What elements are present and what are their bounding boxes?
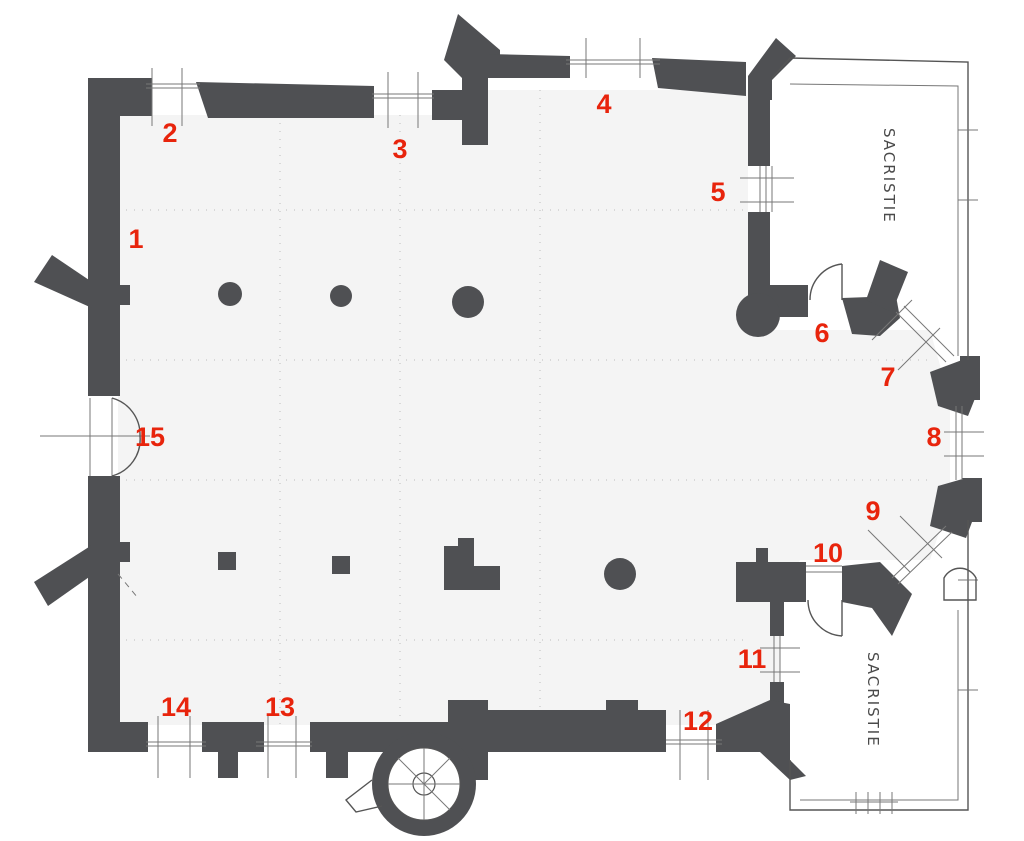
marker-3: 3	[392, 134, 407, 164]
sacristy-outlines	[771, 57, 978, 814]
west-wall-upper	[88, 78, 120, 396]
south-choir-block-east	[842, 562, 912, 636]
round-pier-ne	[736, 293, 780, 337]
marker-9: 9	[865, 496, 880, 526]
marker-5: 5	[710, 177, 725, 207]
south-choir-block-west	[736, 562, 806, 602]
floor-grid	[118, 90, 930, 725]
stair-turret	[344, 732, 476, 836]
marker-14: 14	[161, 692, 191, 722]
nave-floor	[118, 90, 950, 725]
walls	[34, 14, 982, 780]
east-wall-mid	[748, 212, 770, 300]
pier-s3	[444, 538, 500, 590]
pier-s4	[604, 558, 636, 590]
north-transept-wall-east	[652, 58, 746, 96]
marker-15: 15	[135, 422, 165, 452]
west-buttress-upper	[34, 255, 92, 308]
south-wall-b	[202, 722, 264, 752]
marker-2: 2	[162, 118, 177, 148]
north-wall-b	[196, 82, 374, 118]
marker-10: 10	[813, 538, 843, 568]
south-wall-d	[486, 710, 666, 752]
east-wall-lower-2	[770, 682, 784, 704]
marker-6: 6	[814, 318, 829, 348]
marker-13: 13	[265, 692, 295, 722]
pier-n3	[452, 286, 484, 318]
doors	[40, 263, 843, 637]
east-wall-upper	[748, 78, 770, 166]
room-label-sacristie-north: SACRISTIE	[880, 128, 898, 224]
marker-12: 12	[683, 706, 713, 736]
chevet-buttress-6	[866, 260, 908, 312]
west-wall-lower	[88, 476, 120, 726]
north-transept-buttress-west	[444, 14, 500, 145]
pier-n2	[330, 285, 352, 307]
pier-n1	[218, 282, 242, 306]
marker-7: 7	[880, 362, 895, 392]
north-transept-wall	[488, 54, 570, 78]
south-wall-a	[88, 722, 148, 752]
pier-s2	[332, 556, 350, 574]
windows	[146, 38, 984, 780]
marker-1: 1	[128, 224, 143, 254]
south-east-buttress	[716, 700, 806, 780]
markers: 1 2 3 4 5 6 7 8 9 10 11 12 13 14 15	[128, 89, 941, 736]
piers	[218, 282, 636, 590]
north-wall-a	[88, 78, 152, 116]
marker-8: 8	[926, 422, 941, 452]
room-label-sacristie-south: SACRISTIE	[864, 652, 882, 748]
east-wall-lower	[770, 600, 784, 636]
marker-11: 11	[738, 644, 767, 674]
marker-4: 4	[596, 89, 611, 119]
pier-s1	[218, 552, 236, 570]
west-buttress-lower	[34, 545, 92, 606]
